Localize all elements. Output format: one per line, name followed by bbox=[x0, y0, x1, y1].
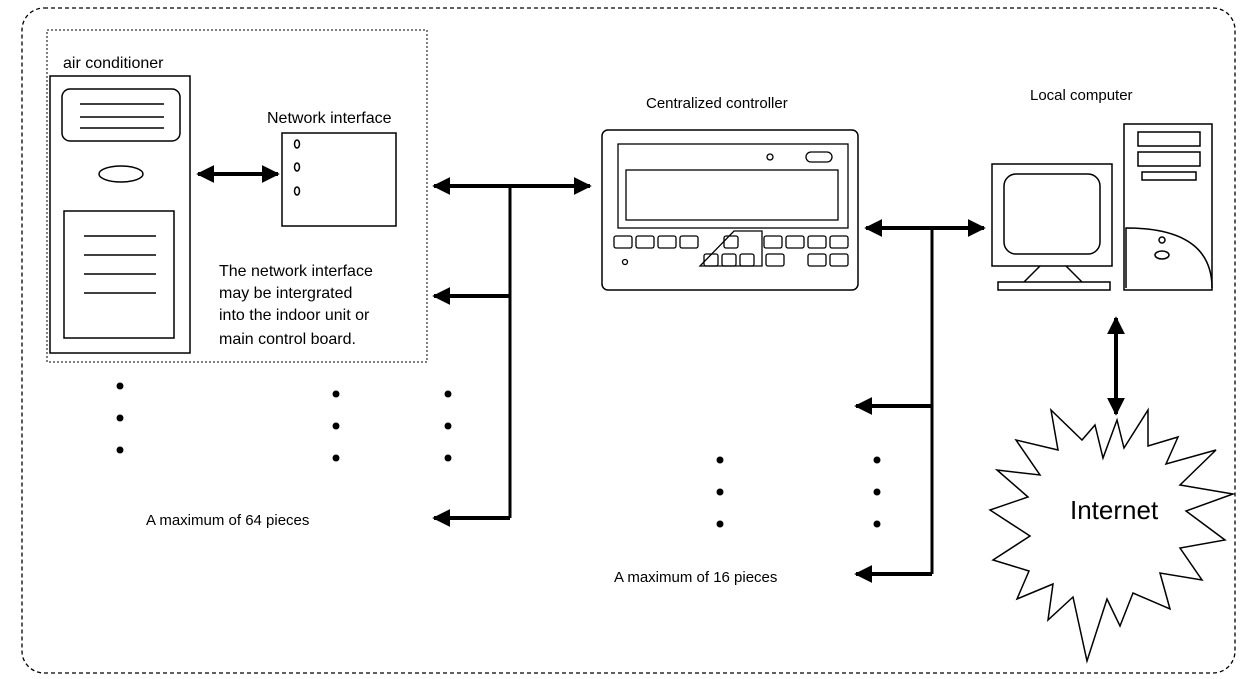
svg-text:main control board.: main control board. bbox=[219, 331, 356, 348]
air-conditioner-icon bbox=[49, 75, 191, 354]
outer-boundary bbox=[21, 7, 1236, 674]
local-computer-label: Local computer bbox=[1030, 87, 1133, 104]
air-conditioner-label: air conditioner bbox=[63, 55, 164, 72]
ellipsis-dots-left bbox=[116, 382, 452, 462]
right-bus bbox=[854, 219, 986, 583]
indoor-unit-group-box bbox=[46, 29, 428, 363]
network-interface-icon bbox=[281, 132, 397, 227]
ellipsis-dots-right bbox=[716, 456, 881, 528]
centralized-controller-icon bbox=[601, 129, 859, 291]
max-16-label: A maximum of 16 pieces bbox=[614, 569, 777, 586]
svg-text:The network interface: The network interface bbox=[219, 263, 373, 280]
network-interface-label: Network interface bbox=[267, 110, 392, 127]
local-computer-icon bbox=[991, 123, 1213, 291]
max-64-label: A maximum of 64 pieces bbox=[146, 512, 309, 529]
internet-cloud-icon bbox=[988, 407, 1236, 664]
integration-note: The network interface may be intergrated… bbox=[219, 263, 373, 348]
internet-label: Internet bbox=[1070, 495, 1159, 525]
svg-text:may be intergrated: may be intergrated bbox=[219, 285, 352, 302]
svg-text:into the indoor unit or: into the indoor unit or bbox=[219, 307, 370, 324]
left-bus bbox=[432, 177, 592, 527]
centralized-controller-label: Centralized controller bbox=[646, 95, 788, 112]
